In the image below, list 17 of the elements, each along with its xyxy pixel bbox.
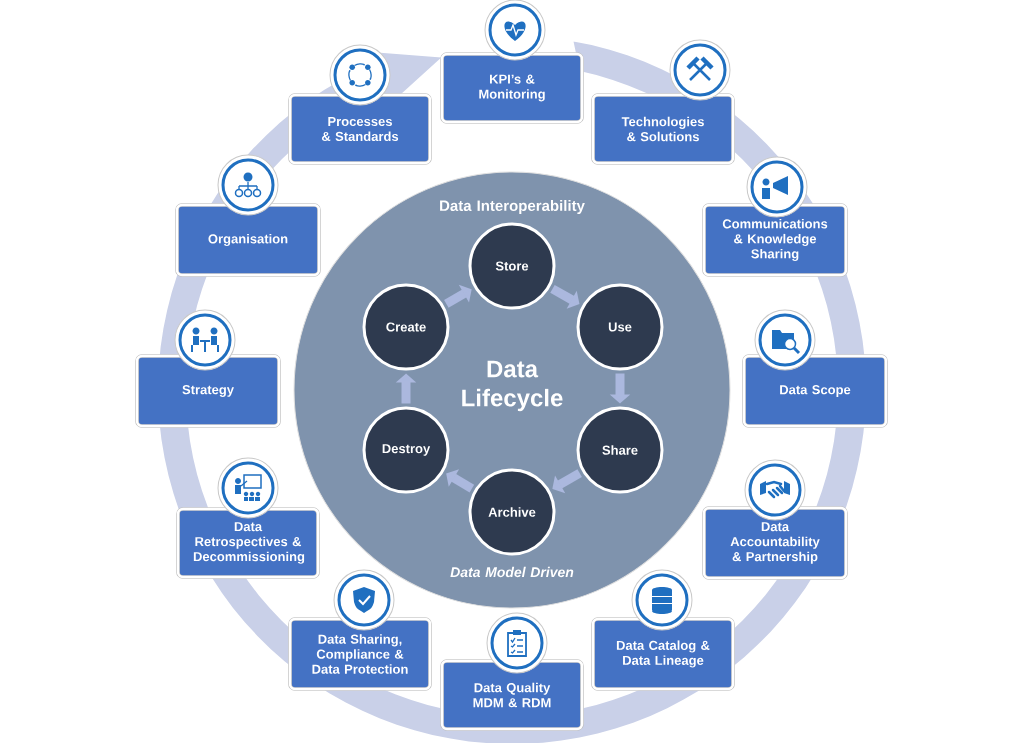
topic-box: Strategy: [135, 354, 281, 428]
topic-box: Data Catalog & Data Lineage: [591, 617, 735, 691]
topic-box: Data Retrospectives & Decommissioning: [176, 507, 320, 579]
topic-box: Technologies & Solutions: [591, 93, 735, 165]
topic-box: Organisation: [175, 203, 321, 277]
topic-box: Data Quality MDM & RDM: [440, 659, 584, 731]
topic-box: KPI’s & Monitoring: [440, 52, 584, 124]
topic-box: Processes & Standards: [288, 93, 432, 165]
topic-box: Data Accountability & Partnership: [702, 506, 848, 580]
circle-title: Data Lifecycle: [462, 360, 563, 412]
topic-box: Communications & Knowledge Sharing: [702, 203, 848, 277]
circle-heading: Data Interoperability: [440, 200, 585, 214]
topic-box: Data Scope: [742, 354, 888, 428]
circle-caption: Data Model Driven: [450, 566, 574, 578]
arrow: [552, 469, 582, 494]
arrow: [444, 284, 472, 308]
topic-box: Data Sharing, Compliance & Data Protection: [288, 617, 432, 691]
